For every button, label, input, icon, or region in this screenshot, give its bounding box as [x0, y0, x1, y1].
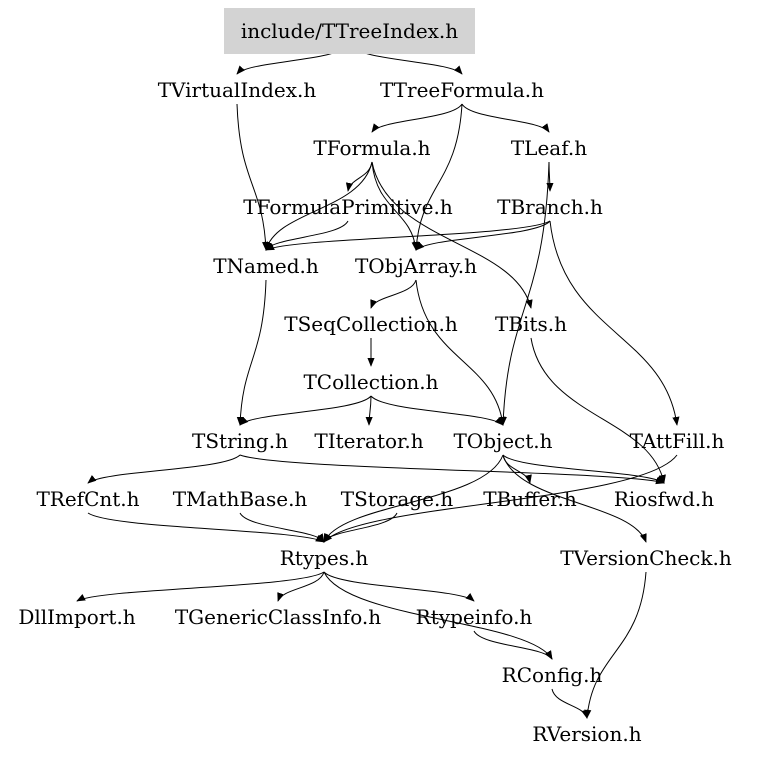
edge-tobject-to-tversioncheck [502, 454, 647, 543]
edge-tbranch-to-tattfill [549, 220, 680, 426]
node-tstorage[interactable]: TStorage.h [341, 487, 454, 511]
node-tleaf[interactable]: TLeaf.h [511, 136, 587, 160]
edge-rtypes-to-tgenericclassinfo [277, 571, 325, 602]
node-tnamed[interactable]: TNamed.h [213, 254, 319, 278]
edge-tstring-to-trefcnt [87, 454, 241, 484]
edge-tnamed-to-tstring [236, 279, 267, 426]
node-tformulaprimitive[interactable]: TFormulaPrimitive.h [243, 195, 453, 219]
edge-tobjarray-to-tobject [415, 279, 506, 426]
node-tversioncheck[interactable]: TVersionCheck.h [560, 546, 732, 570]
root-node[interactable]: include/TTreeIndex.h [224, 8, 475, 54]
node-tattfill[interactable]: TAttFill.h [630, 429, 725, 453]
edge-tversioncheck-to-rversion [584, 571, 647, 719]
node-rtypeinfo[interactable]: Rtypeinfo.h [416, 605, 533, 629]
node-ttreeformula[interactable]: TTreeFormula.h [380, 78, 544, 102]
root-node-label: include/TTreeIndex.h [241, 19, 458, 43]
edge-tbranch-to-tnamed [265, 220, 551, 251]
edge-tformula-to-tformulaprimitive [345, 161, 373, 192]
edge-rtypes-to-dllimport [76, 571, 325, 602]
node-titerator[interactable]: TIterator.h [314, 429, 423, 453]
node-tstring[interactable]: TString.h [192, 429, 288, 453]
edge-tvirtualindex-to-tnamed [236, 103, 270, 251]
node-tobject[interactable]: TObject.h [453, 429, 552, 453]
node-rtypes[interactable]: Rtypes.h [280, 546, 369, 570]
dependency-nodes: include/TTreeIndex.h TVirtualIndex.h TTre… [18, 8, 732, 746]
node-rconfig[interactable]: RConfig.h [502, 663, 603, 687]
edge-tcollection-to-titerator [365, 395, 373, 426]
edge-tformulaprimitive-to-tnamed [265, 220, 349, 251]
edge-tobject-to-riosfwd [502, 454, 665, 484]
node-tobjarray[interactable]: TObjArray.h [355, 254, 477, 278]
edge-tobjarray-to-tseqcollection [370, 279, 417, 309]
root-node-box [224, 8, 475, 54]
edge-tformula-to-tnamed [264, 161, 373, 251]
edge-tstorage-to-rtypes [323, 512, 398, 543]
edge-tstring-to-riosfwd [239, 454, 665, 485]
dependency-edges [76, 44, 680, 719]
node-tbits[interactable]: TBits.h [495, 312, 567, 336]
edge-tcollection-to-tstring [239, 395, 372, 426]
node-tcollection[interactable]: TCollection.h [303, 370, 438, 394]
edge-tmathbase-to-rtypes [239, 512, 325, 543]
edge-tleaf-to-tobject [499, 161, 550, 426]
edge-rconfig-to-rversion [551, 688, 589, 719]
node-riosfwd[interactable]: Riosfwd.h [614, 487, 714, 511]
node-tvirtualindex[interactable]: TVirtualIndex.h [158, 78, 317, 102]
edge-ttreeformula-to-tobjarray [412, 103, 463, 251]
edge-rtypes-to-rtypeinfo [323, 571, 475, 602]
edge-tattfill-to-rtypes [323, 454, 678, 543]
edge-tcollection-to-tobject [370, 395, 504, 426]
edge-tbranch-to-tobjarray [415, 220, 551, 251]
edge-tformula-to-tobjarray [371, 161, 419, 251]
node-dllimport[interactable]: DllImport.h [18, 605, 135, 629]
edge-rtypes-to-rconfig [323, 571, 553, 660]
node-trefcnt[interactable]: TRefCnt.h [36, 487, 139, 511]
node-tformula[interactable]: TFormula.h [313, 136, 430, 160]
node-rversion[interactable]: RVersion.h [532, 722, 641, 746]
node-tgenericclassinfo[interactable]: TGenericClassInfo.h [175, 605, 381, 629]
edge-trefcnt-to-rtypes [87, 512, 325, 543]
node-tbuffer[interactable]: TBuffer.h [483, 487, 577, 511]
edge-ttreeformula-to-tleaf [461, 103, 550, 133]
node-tseqcollection[interactable]: TSeqCollection.h [284, 312, 458, 336]
edge-tobject-to-rtypes [323, 454, 504, 543]
edge-ttreeformula-to-tformula [371, 103, 463, 133]
edge-tformula-to-tbits [371, 161, 533, 309]
node-tmathbase[interactable]: TMathBase.h [173, 487, 308, 511]
node-tbranch[interactable]: TBranch.h [497, 195, 603, 219]
edge-tbits-to-riosfwd [530, 337, 666, 484]
edge-tobject-to-tbuffer [502, 454, 532, 484]
edge-rtypeinfo-to-rconfig [473, 630, 553, 660]
